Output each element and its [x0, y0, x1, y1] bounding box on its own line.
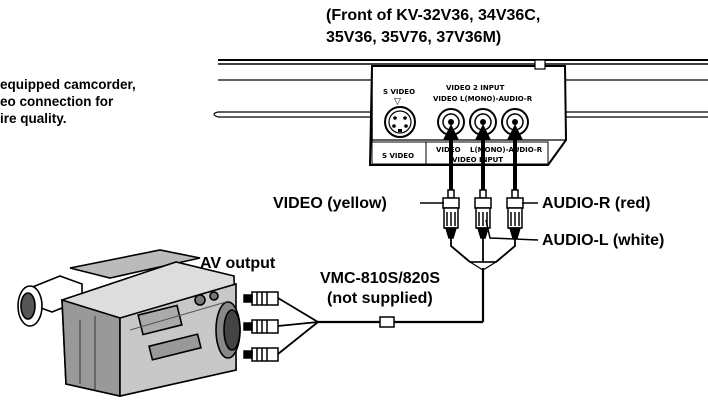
av-output-label: AV output — [200, 255, 276, 272]
audio-l-jack — [469, 108, 497, 136]
audio-label-bottom: L(MONO)-AUDIO-R — [470, 146, 543, 154]
video-yellow-label: VIDEO (yellow) — [273, 195, 387, 212]
video-input-label-bottom: VIDEO INPUT — [452, 156, 503, 164]
cable-not-supplied-label: (not supplied) — [327, 290, 433, 307]
cable-model-label: VMC-810S/820S — [320, 270, 440, 287]
svideo-jack — [384, 106, 416, 138]
audio-r-jack — [501, 108, 529, 136]
audio-r-red-label: AUDIO-R (red) — [542, 195, 650, 212]
video2-input-label: VIDEO 2 INPUT — [446, 84, 505, 92]
camcorder-plugs — [243, 291, 279, 362]
input-jacks-label: VIDEO L(MONO)-AUDIO-R — [433, 95, 533, 103]
video-label-bottom: VIDEO — [436, 146, 461, 154]
connection-arrows — [443, 124, 523, 190]
svideo-label-bottom: S VIDEO — [382, 152, 414, 160]
tv-model-title-line1: (Front of KV-32V36, 34V36C, — [326, 7, 540, 24]
video-jack — [437, 108, 465, 136]
note-line2: eo connection for — [0, 94, 114, 109]
tv-front-edge — [213, 59, 708, 118]
tv-model-title-line2: 35V36, 35V76, 37V36M) — [326, 29, 501, 46]
note-line3: ire quality. — [0, 111, 67, 126]
audio-l-white-label: AUDIO-L (white) — [542, 232, 664, 249]
rca-plug-video — [442, 189, 460, 239]
rca-plug-audio-r — [506, 189, 524, 239]
av-cable — [277, 238, 516, 355]
svideo-arrow-icon: ▽ — [394, 97, 401, 107]
svideo-label-top: S VIDEO — [383, 88, 415, 96]
leader-lines — [420, 202, 539, 263]
note-line1: equipped camcorder, — [0, 77, 136, 92]
camcorder-illustration — [17, 249, 241, 397]
